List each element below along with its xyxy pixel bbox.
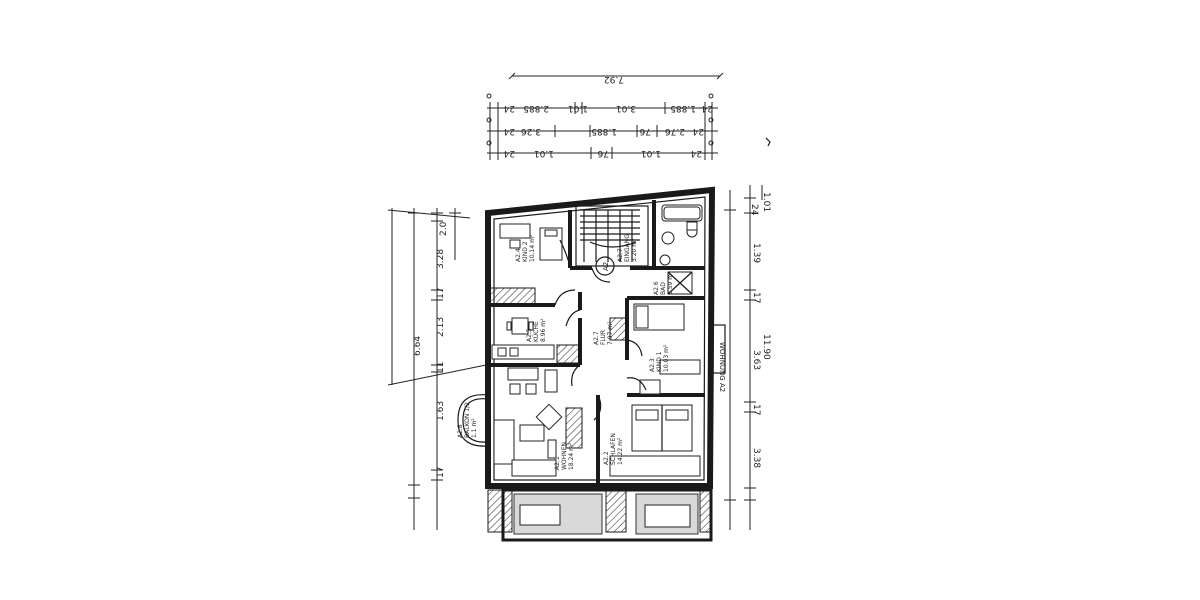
dim-left-1: 3.28: [436, 249, 446, 269]
svg-text:7.97 m²: 7.97 m²: [607, 321, 614, 345]
svg-text:A2.4: A2.4: [515, 248, 522, 262]
svg-text:A2.7: A2.7: [593, 331, 600, 345]
apartment-marker: A2: [595, 256, 615, 276]
svg-text:KIND 1: KIND 1: [656, 351, 663, 372]
doors: [554, 239, 647, 421]
room-schlafen: A2.2 SCHLAFEN 14.22 m²: [603, 433, 624, 465]
svg-text:A2.7: A2.7: [617, 248, 624, 262]
svg-text:8.96 m²: 8.96 m²: [540, 318, 547, 342]
top-dimensions: 7.92 24 2.885 1.01 3.01 1.885 24: [486, 72, 724, 160]
room-balkon: A2.8 BALKON 1/2 1.1 m²: [457, 402, 478, 438]
unit-label: WOHNUNG A2: [712, 324, 726, 392]
svg-text:KÜCHE: KÜCHE: [533, 321, 540, 342]
dim-top-r3-3: 1.01: [641, 148, 661, 158]
interior-walls: [490, 200, 705, 486]
dim-top-r3-2: 76: [597, 148, 609, 158]
kitchen-furniture: [491, 317, 555, 360]
dim-left-4: 11: [436, 362, 446, 373]
svg-text:3.20 m²: 3.20 m²: [631, 238, 638, 262]
svg-text:A2.3: A2.3: [649, 358, 656, 372]
kid1-furniture: [633, 303, 701, 395]
dim-top-r1-0: 24: [503, 103, 515, 113]
room-flur: A2.7 FLUR 7.97 m²: [593, 321, 614, 345]
room-kueche: A2.5 KÜCHE 8.96 m²: [526, 318, 547, 342]
svg-text:18.24 m²: 18.24 m²: [568, 442, 575, 470]
balcony: [457, 394, 489, 447]
svg-text:KIND 2: KIND 2: [522, 241, 529, 262]
dim-top-r1-3: 3.01: [616, 103, 636, 113]
svg-text:SCHLAFEN: SCHLAFEN: [610, 433, 617, 465]
dim-top-r1-2: 1.01: [568, 103, 588, 113]
dim-right-5: 3.38: [751, 448, 761, 468]
dim-top-r1-5: 24: [701, 103, 713, 113]
svg-text:BAD: BAD: [660, 282, 667, 295]
svg-text:A2.8: A2.8: [457, 424, 464, 438]
dim-right-1: 1.39: [751, 243, 761, 263]
svg-text:EINGANG: EINGANG: [624, 234, 631, 262]
dim-right-4: 17: [751, 404, 761, 415]
unit-label-text: WOHNUNG A2: [718, 342, 726, 392]
room-wohnen: A2.1 WOHNEN 18.24 m²: [554, 442, 575, 470]
room-bad: A2.6 BAD 8.59 m²: [653, 271, 674, 295]
dim-top-r3-0: 24: [503, 148, 515, 158]
dim-top-r3-4: 24: [690, 148, 702, 158]
svg-text:A2.2: A2.2: [603, 451, 610, 465]
dim-top-r2-2: 1.885: [591, 126, 617, 136]
svg-text:FLUR: FLUR: [600, 330, 607, 345]
dim-top-r2-0: 24: [503, 126, 515, 136]
dim-left-2: 17: [436, 288, 446, 299]
dim-top-r2-4: 2.76: [665, 126, 685, 136]
svg-text:BALKON 1/2: BALKON 1/2: [464, 402, 471, 438]
svg-text:14.22 m²: 14.22 m²: [617, 437, 624, 465]
dim-right-3: 3.63: [751, 350, 761, 370]
lower-unit: [501, 488, 713, 542]
dim-left-0: 2.0: [439, 221, 449, 236]
dim-left-5: 1.63: [436, 401, 446, 421]
dim-right-top: 1.01: [761, 192, 771, 212]
dim-top-r2-1: 3.26: [521, 126, 541, 136]
bedroom-furniture: [609, 404, 701, 477]
left-dimensions: 2.0 3.28 17 2.13 11 1.63 17 6.64: [387, 208, 487, 530]
svg-text:1.1 m²: 1.1 m²: [471, 418, 478, 438]
svg-text:A2.6: A2.6: [653, 281, 660, 295]
dim-right-2: 17: [751, 292, 761, 303]
right-dimensions: 24 1.39 17 3.63 17 3.38 11.90 1.01: [724, 185, 771, 530]
dim-top-r3-1: 1.01: [534, 148, 554, 158]
svg-text:10.14 m²: 10.14 m²: [529, 234, 536, 262]
kid2-furniture: [499, 223, 563, 261]
dim-right-total: 11.90: [761, 334, 771, 360]
dim-top-r1-4: 1.885: [670, 103, 696, 113]
stray-mark: [765, 137, 771, 147]
apartment-label: A2: [602, 262, 610, 271]
room-kind1: A2.3 KIND 1 10.03 m²: [649, 344, 670, 372]
dim-top-r2-5: 24: [692, 126, 704, 136]
bath-fixtures: [659, 204, 703, 295]
dim-left-6: 17: [436, 467, 446, 478]
dim-left-total: 6.64: [413, 336, 423, 356]
dim-top-r2-3: 76: [639, 126, 651, 136]
hatched-shafts: [487, 287, 711, 533]
svg-text:10.03 m²: 10.03 m²: [663, 344, 670, 372]
svg-text:WOHNEN: WOHNEN: [561, 442, 568, 470]
staircase: [575, 205, 649, 267]
living-furniture: [493, 367, 563, 477]
dim-right-0: 24: [749, 204, 759, 216]
room-labels: A2.4 KIND 2 10.14 m² A2.7 FLUR 7.97 m² A…: [457, 234, 674, 470]
dim-left-3: 2.13: [436, 317, 446, 337]
svg-text:8.59 m²: 8.59 m²: [667, 271, 674, 295]
dim-top-r1-1: 2.885: [523, 103, 549, 113]
svg-text:A2.1: A2.1: [554, 456, 561, 470]
svg-text:A2.5: A2.5: [526, 328, 533, 342]
dim-top-total: 7.92: [604, 74, 624, 84]
room-kind2: A2.4 KIND 2 10.14 m²: [515, 234, 536, 262]
room-eingang: A2.7 EINGANG 3.20 m²: [617, 234, 638, 262]
